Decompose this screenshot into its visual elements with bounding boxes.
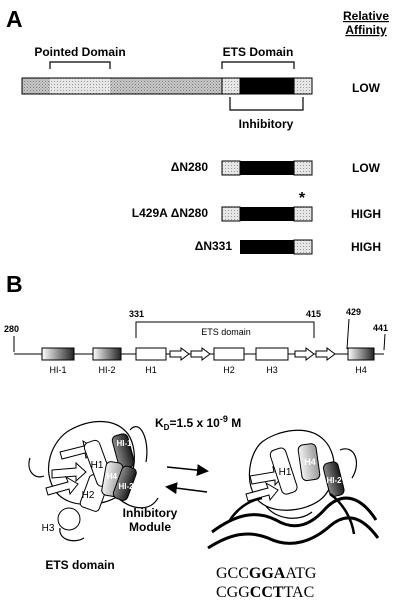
bound-h4-label: H4 [304,457,316,467]
kd-label: KD=1.5 x 10-9 M [155,414,241,432]
free-h2-label: H2 [82,490,95,501]
inhibitory-module-label-line1: Inhibitory [123,506,178,520]
relative-affinity-header-line2: Affinity [345,23,387,37]
ets-domain-range-bracket [135,321,315,338]
element-hi2-label: HI-2 [98,365,115,375]
construct-dn331-label: ΔN331 [195,239,233,253]
free-h4-label: H4 [107,472,118,481]
ets-domain-label: ETS Domain [223,45,294,59]
pointed-domain-bracket [49,61,111,69]
residue-441: 441 [373,323,388,333]
residue-429: 429 [346,307,361,317]
residue-331: 331 [129,309,144,319]
element-hi2 [92,347,122,361]
bound-h1-label: H1 [279,467,292,478]
panel-a-label: A [6,6,23,32]
strand-4-arrow [315,347,336,361]
panel-b-label: B [6,271,23,297]
ets-domain-structure-label: ETS domain [45,558,114,572]
inhibitory-bracket [229,97,304,111]
element-hi1-label: HI-1 [49,365,66,375]
strand-3-arrow [294,347,315,361]
element-h2-label: H2 [223,365,235,375]
construct-l429a-label: L429A ΔN280 [132,206,209,220]
ets-domain-range-label: ETS domain [201,327,251,337]
bound-hi2-label: HI-2 [326,476,342,485]
affinity-dn331: HIGH [351,240,381,254]
free-hi2-label: HI-2 [118,482,134,491]
affinity-full-length: LOW [352,81,381,95]
mutation-asterisk: * [299,190,306,207]
construct-dn280-label: ΔN280 [171,160,209,174]
element-h1-label: H1 [145,365,157,375]
construct-dn331-bar [240,239,313,255]
pointed-domain-label: Pointed Domain [34,45,125,59]
dna-top-strand: GCCGGAATG [216,565,317,582]
forward-arrow [166,464,209,477]
residue-280: 280 [4,324,19,334]
element-hi1 [41,347,75,361]
dna-bottom-strand: CGGCCTTAC [216,584,314,601]
strand-2-arrow [190,347,211,361]
inhibitory-module-label-line2: Module [129,520,171,534]
element-h4 [347,347,375,361]
affinity-dn280: LOW [352,161,381,175]
construct-l429a-bar [221,206,313,222]
reverse-arrow [165,482,208,495]
element-h1 [135,347,167,361]
element-h2 [213,347,245,361]
ets-domain-structure-free [28,421,159,542]
free-h1-label: H1 [91,460,104,471]
residue-415: 415 [306,309,321,319]
free-hi1-label: HI-1 [116,439,132,448]
inhibitory-label: Inhibitory [239,117,294,131]
ets-dna-complex-structure [207,429,380,550]
affinity-l429a: HIGH [351,207,381,221]
full-length-protein-bar [21,77,313,95]
free-h3-label: H3 [42,523,55,534]
construct-dn280-bar [221,160,313,176]
tick-429 [346,318,350,350]
ets-domain-bracket [221,61,295,69]
relative-affinity-header-line1: Relative [343,9,389,23]
element-h4-label: H4 [355,365,367,375]
element-h3 [255,347,289,361]
element-h3-label: H3 [266,365,278,375]
tick-441 [383,333,386,351]
strand-1-arrow [169,347,190,361]
